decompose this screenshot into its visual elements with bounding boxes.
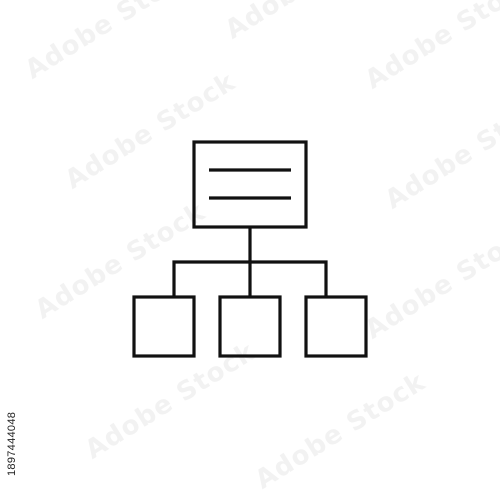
stock-id-label: 1897444048	[6, 411, 18, 476]
top-node-box	[192, 140, 308, 229]
connector-line	[172, 260, 328, 297]
child-node-box	[304, 295, 368, 358]
child-node-box	[218, 295, 282, 358]
child-node-box	[132, 295, 196, 358]
